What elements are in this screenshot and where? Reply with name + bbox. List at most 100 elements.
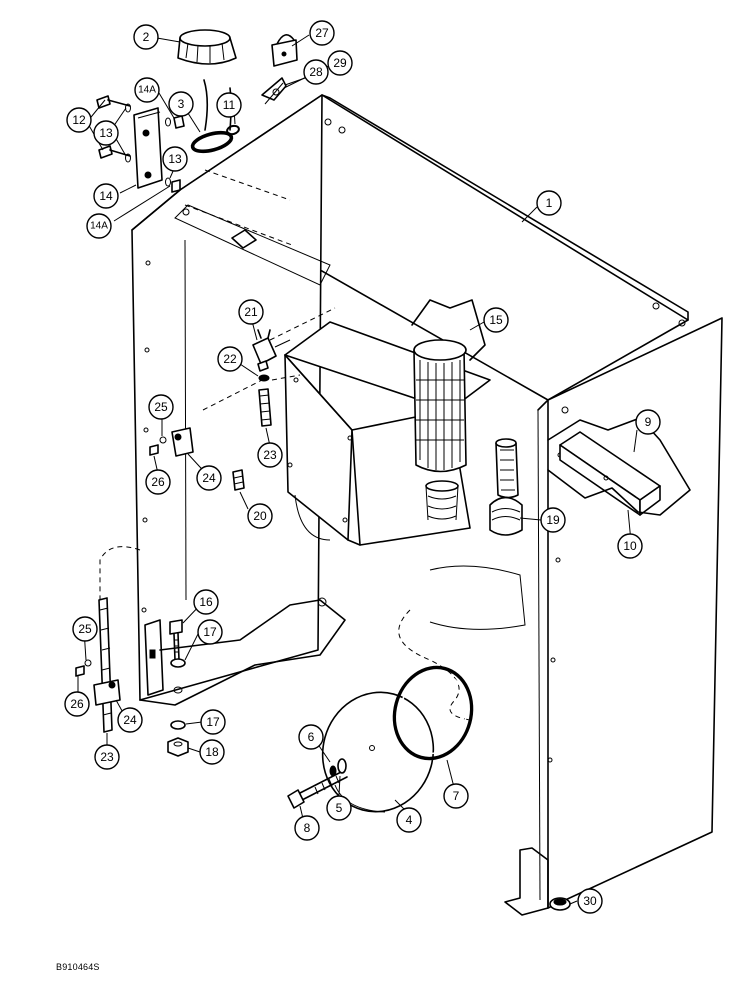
strainer xyxy=(489,438,523,536)
svg-text:28: 28 xyxy=(309,65,323,79)
svg-text:13: 13 xyxy=(168,152,182,166)
svg-text:9: 9 xyxy=(645,415,652,429)
svg-text:6: 6 xyxy=(308,730,315,744)
leader-lines xyxy=(77,34,638,905)
svg-text:11: 11 xyxy=(223,98,236,112)
cover-plate xyxy=(321,691,435,813)
callout-14a-upper: 14A xyxy=(134,77,160,103)
filler-cap xyxy=(177,29,237,131)
svg-text:18: 18 xyxy=(205,745,219,759)
svg-text:16: 16 xyxy=(199,595,213,609)
callout-1: 1 xyxy=(536,190,562,216)
callout-24-upper: 24 xyxy=(196,465,222,491)
svg-text:24: 24 xyxy=(123,713,137,727)
callout-12: 12 xyxy=(66,107,92,133)
drain-plug xyxy=(549,897,571,911)
svg-text:15: 15 xyxy=(489,313,503,327)
baffle-bar xyxy=(547,417,691,516)
callout-2: 2 xyxy=(133,24,159,50)
svg-text:22: 22 xyxy=(223,352,237,366)
plug xyxy=(232,469,245,491)
o-ring xyxy=(392,665,474,761)
callout-10: 10 xyxy=(617,533,643,559)
svg-text:7: 7 xyxy=(453,789,460,803)
callout-18: 18 xyxy=(199,739,225,765)
sight-tube xyxy=(258,388,272,427)
gasket xyxy=(190,124,240,154)
callout-11: 11 xyxy=(216,92,242,118)
tank-lower-body xyxy=(99,494,526,721)
svg-text:23: 23 xyxy=(100,750,114,764)
svg-text:14A: 14A xyxy=(138,85,156,96)
callout-29: 29 xyxy=(327,50,353,76)
callout-3: 3 xyxy=(168,91,194,117)
svg-text:5: 5 xyxy=(336,801,343,815)
callout-7: 7 xyxy=(443,783,469,809)
fitting xyxy=(258,374,270,382)
callout-5: 5 xyxy=(326,795,352,821)
svg-text:24: 24 xyxy=(202,471,216,485)
svg-text:3: 3 xyxy=(178,97,185,111)
callout-28: 28 xyxy=(303,59,329,85)
callout-25-upper: 25 xyxy=(148,394,174,420)
svg-text:20: 20 xyxy=(253,509,267,523)
svg-text:12: 12 xyxy=(72,113,86,127)
svg-text:25: 25 xyxy=(154,400,168,414)
svg-text:26: 26 xyxy=(151,475,165,489)
clamp xyxy=(149,427,194,457)
callout-4: 4 xyxy=(396,807,422,833)
callout-26-lower: 26 xyxy=(64,691,90,717)
callout-6: 6 xyxy=(298,724,324,750)
svg-text:13: 13 xyxy=(99,126,113,140)
sight-tube-lower xyxy=(75,597,121,733)
drawing-code: B910464S xyxy=(56,962,100,972)
callout-8: 8 xyxy=(294,815,320,841)
svg-text:14A: 14A xyxy=(90,221,108,232)
svg-text:17: 17 xyxy=(203,625,217,639)
callout-21: 21 xyxy=(238,299,264,325)
callout-30: 30 xyxy=(577,888,603,914)
bolts-washers xyxy=(96,95,185,193)
svg-text:10: 10 xyxy=(623,539,637,553)
switch xyxy=(252,329,291,372)
bracket xyxy=(133,107,163,189)
svg-text:4: 4 xyxy=(406,813,413,827)
callout-13b: 13 xyxy=(162,146,188,172)
callout-17a: 17 xyxy=(197,619,223,645)
callout-16: 16 xyxy=(193,589,219,615)
svg-text:27: 27 xyxy=(315,26,329,40)
svg-text:21: 21 xyxy=(244,305,258,319)
callout-24-lower: 24 xyxy=(117,707,143,733)
padlock xyxy=(271,34,298,67)
svg-text:23: 23 xyxy=(263,448,277,462)
callout-23-upper: 23 xyxy=(257,442,283,468)
wing-nut xyxy=(261,77,287,105)
callout-19: 19 xyxy=(540,507,566,533)
callout-14: 14 xyxy=(93,183,119,209)
callout-25-lower: 25 xyxy=(72,616,98,642)
callout-9: 9 xyxy=(635,409,661,435)
mount-hardware xyxy=(144,619,189,757)
callout-15: 15 xyxy=(483,307,509,333)
assembly-lines xyxy=(184,169,506,471)
svg-text:14: 14 xyxy=(99,189,113,203)
callout-26-upper: 26 xyxy=(145,469,171,495)
filter-element xyxy=(411,299,486,521)
callout-13a: 13 xyxy=(93,120,119,146)
svg-text:19: 19 xyxy=(546,513,560,527)
svg-text:25: 25 xyxy=(78,622,92,636)
svg-text:2: 2 xyxy=(143,30,150,44)
svg-text:26: 26 xyxy=(70,697,84,711)
callout-17b: 17 xyxy=(200,709,226,735)
svg-text:29: 29 xyxy=(333,56,347,70)
svg-text:8: 8 xyxy=(304,821,311,835)
svg-text:30: 30 xyxy=(583,894,597,908)
callout-22: 22 xyxy=(217,346,243,372)
callout-23-lower: 23 xyxy=(94,744,120,770)
callout-27: 27 xyxy=(309,20,335,46)
callout-20: 20 xyxy=(247,503,273,529)
svg-text:1: 1 xyxy=(546,196,553,210)
callout-14a-lower: 14A xyxy=(86,213,112,239)
